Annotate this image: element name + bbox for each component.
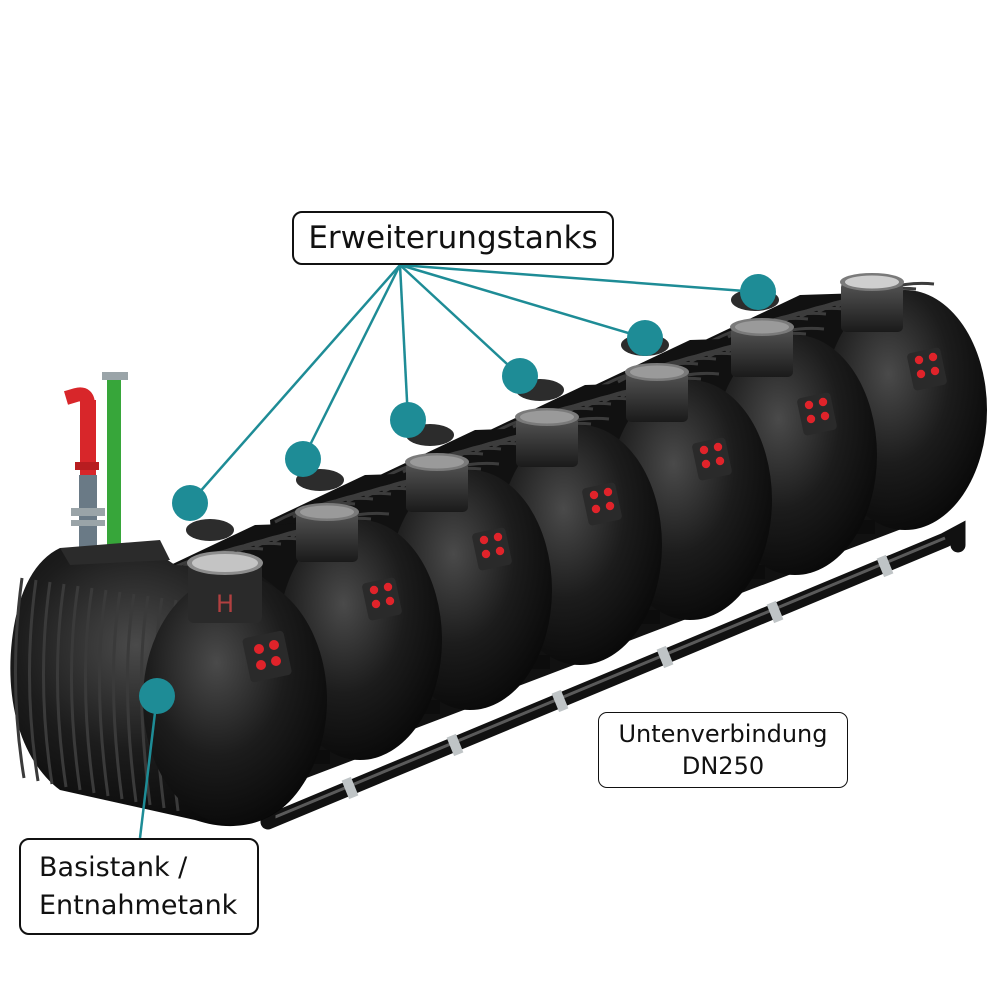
- base-tank: H: [10, 372, 327, 827]
- pipe-collar-icon: [766, 600, 784, 624]
- access-dome-icon: [625, 363, 689, 422]
- base-tank-text-line1: Basistank /: [39, 851, 188, 883]
- bottom-connection-text-line2: DN250: [681, 752, 765, 780]
- callout-lines: [138, 263, 759, 839]
- extension-tanks-label: Erweiterungstanks: [292, 211, 614, 265]
- access-dome-icon: [840, 273, 904, 332]
- connection-port-icon: [797, 392, 837, 436]
- access-dome-icon: H: [187, 551, 263, 623]
- extension-tanks-text: Erweiterungstanks: [308, 220, 598, 256]
- callout-dot-icon: [627, 320, 663, 356]
- pipe-collar-icon: [341, 776, 359, 800]
- access-dome-icon: [515, 408, 579, 467]
- connection-port-icon: [692, 437, 732, 481]
- connection-port-icon: [362, 577, 402, 621]
- callout-dot-icon: [740, 274, 776, 310]
- red-pipe-icon: [63, 387, 99, 475]
- callout-dot-icon: [172, 485, 208, 521]
- pipe-collar-icon: [551, 689, 569, 713]
- access-dome-icon: [405, 453, 469, 512]
- grey-pipe-icon: [71, 475, 105, 550]
- callout-dot-icon: [390, 402, 426, 438]
- green-pipe-icon: [102, 372, 128, 545]
- callout-dot-icon: [285, 441, 321, 477]
- bottom-connection-label: Untenverbindung DN250: [598, 712, 848, 788]
- pipe-collar-icon: [446, 733, 464, 757]
- access-dome-icon: [730, 318, 794, 377]
- callout-dot-icon: [502, 358, 538, 394]
- base-tank-text-line2: Entnahmetank: [39, 889, 238, 921]
- connection-port-icon: [907, 347, 947, 391]
- svg-text:H: H: [216, 590, 234, 618]
- connection-port-icon: [472, 527, 512, 571]
- connection-port-icon: [582, 482, 622, 526]
- access-dome-icon: [295, 503, 359, 562]
- bottom-connection-text-line1: Untenverbindung: [618, 720, 828, 748]
- base-tank-label: Basistank / Entnahmetank: [19, 838, 259, 935]
- connection-port-icon: [242, 630, 292, 683]
- pipe-collar-icon: [656, 645, 674, 669]
- pipe-collar-icon: [876, 554, 894, 578]
- callout-dot-icon: [139, 678, 175, 714]
- bottom-connector-pipe: [260, 520, 966, 830]
